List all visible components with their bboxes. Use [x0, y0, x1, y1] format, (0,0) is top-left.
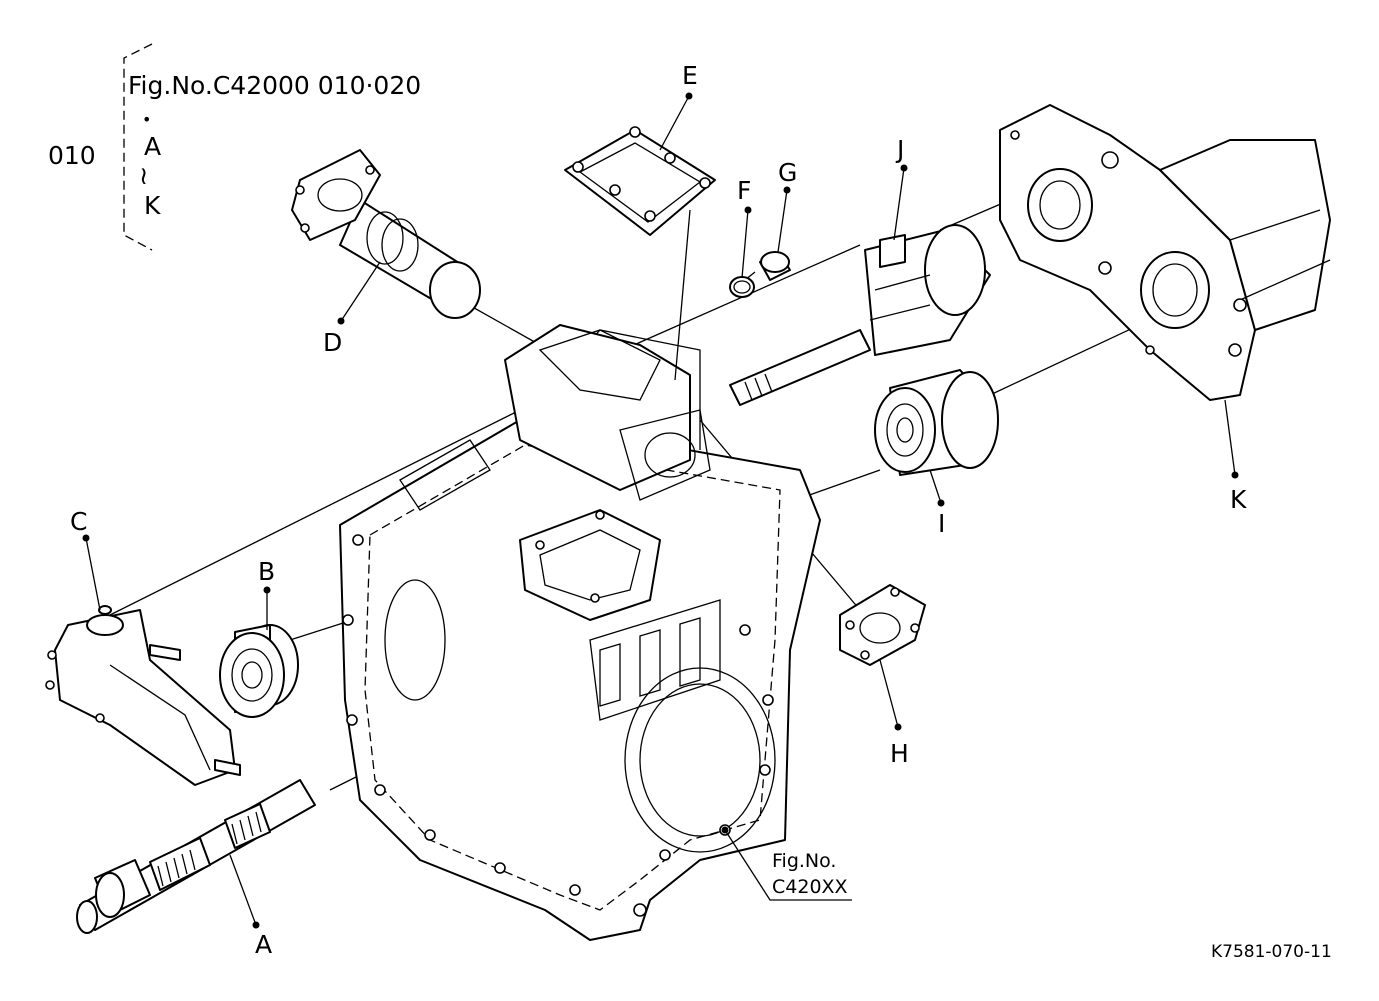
- fig-ref-line2: C420XX: [772, 876, 848, 898]
- part-i-bearing: [874, 369, 999, 476]
- header-block: 010 Fig.No.C42000 010·020 • A ≀ K: [48, 43, 421, 251]
- callout-d: D: [323, 328, 342, 357]
- part-d-cylinder: [291, 149, 481, 319]
- callout-c: C: [70, 507, 87, 536]
- ref-number: 010: [48, 141, 96, 170]
- range-dot: •: [142, 110, 151, 129]
- part-h-flange: [839, 584, 926, 666]
- part-a-shaft: [76, 779, 316, 934]
- drawing-code: K7581-070-11: [1211, 942, 1332, 962]
- range-start-letter: A: [144, 132, 161, 161]
- header-bracket: [123, 43, 153, 251]
- transmission-case: [339, 324, 821, 941]
- callout-j: J: [895, 135, 904, 164]
- part-g-plug: [759, 251, 791, 281]
- callout-a: A: [255, 930, 272, 959]
- fig-number-line: Fig.No.C42000 010·020: [128, 71, 421, 100]
- callout-k: K: [1230, 485, 1247, 514]
- callout-b: B: [258, 557, 275, 586]
- part-f-o-ring: [729, 276, 755, 298]
- range-tilde: ≀: [139, 161, 148, 190]
- part-c-valve-housing: [45, 605, 241, 786]
- part-j-shaft-gear: [729, 224, 991, 406]
- part-k-rear-housing: [999, 104, 1331, 401]
- fig-ref-line1: Fig.No.: [772, 850, 836, 872]
- fig-reference: Fig.No. C420XX: [772, 850, 848, 898]
- callout-h: H: [890, 739, 909, 768]
- callout-letters: A B C D E F G H I J K: [70, 61, 1247, 959]
- range-end-letter: K: [144, 191, 161, 220]
- callout-e: E: [682, 61, 698, 90]
- callout-f: F: [737, 176, 751, 205]
- part-b-bearing: [219, 624, 299, 718]
- leader-lines: [82, 92, 1239, 929]
- part-e-cover-plate: [564, 126, 716, 236]
- callout-i: I: [938, 509, 945, 538]
- callout-g: G: [778, 158, 797, 187]
